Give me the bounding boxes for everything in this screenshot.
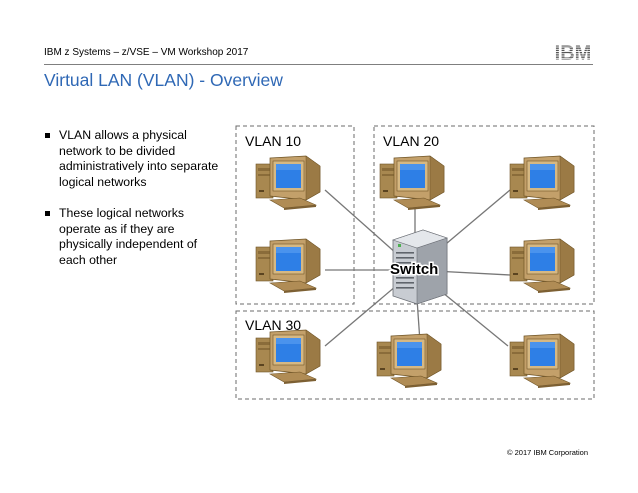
header-divider: [44, 64, 593, 65]
bullet-text: VLAN allows a physical network to be div…: [59, 128, 219, 189]
workshop-title: IBM z Systems – z/VSE – VM Workshop 2017: [44, 47, 249, 58]
switch-label: Switch: [390, 261, 438, 278]
square-bullet-icon: [45, 133, 50, 138]
bullet-item: VLAN allows a physical network to be div…: [44, 128, 222, 190]
vlan-20-label: VLAN 20: [383, 133, 439, 149]
desktop-computer-icon: [376, 333, 442, 389]
ibm-logo: IBM: [553, 43, 593, 61]
copyright-footer: © 2017 IBM Corporation: [507, 448, 588, 457]
desktop-computer-icon: [379, 155, 445, 211]
vlan-20-zone: [373, 125, 595, 305]
bullet-text: These logical networks operate as if the…: [59, 206, 198, 267]
desktop-computer-icon: [255, 155, 321, 211]
bullet-item: These logical networks operate as if the…: [44, 206, 222, 268]
square-bullet-icon: [45, 211, 50, 216]
bullet-list: VLAN allows a physical network to be div…: [44, 128, 222, 284]
desktop-computer-icon: [509, 238, 575, 294]
desktop-computer-icon: [509, 155, 575, 211]
vlan-10-label: VLAN 10: [245, 133, 301, 149]
desktop-computer-icon: [255, 329, 321, 385]
vlan-30-label: VLAN 30: [245, 317, 301, 333]
vlan-network-diagram: VLAN 10 VLAN 20 VLAN 30 Switch: [235, 125, 595, 400]
desktop-computer-icon: [255, 238, 321, 294]
vlan-30-zone: [235, 310, 595, 400]
slide-title: Virtual LAN (VLAN) - Overview: [44, 70, 283, 90]
desktop-computer-icon: [509, 333, 575, 389]
